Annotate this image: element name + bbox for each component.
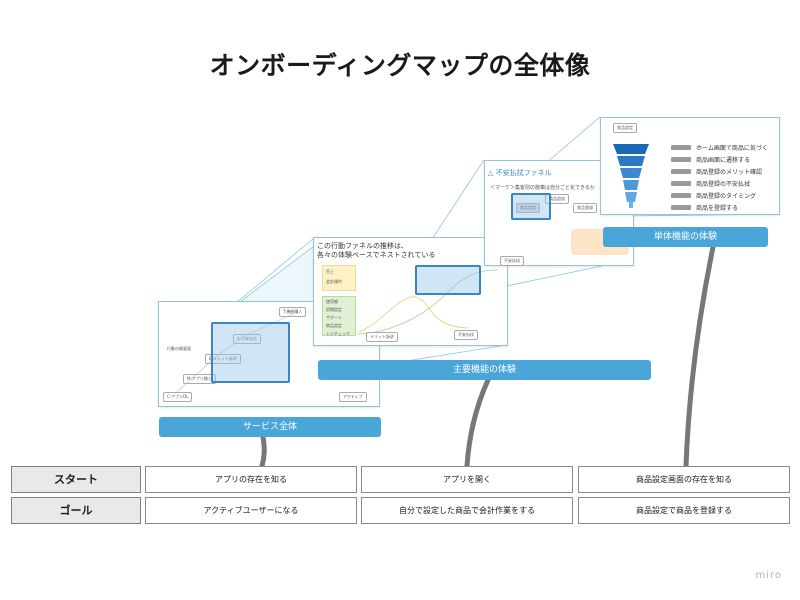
connector-main bbox=[464, 377, 491, 469]
unit-row-4: 商品登録の不安払拭 bbox=[671, 177, 768, 189]
main-chip-group-2: 使用感 初期設定 サポート 商品設定 レジチェック bbox=[322, 296, 356, 336]
goal-cell-service: アクティブユーザーになる bbox=[145, 497, 357, 524]
start-cell-main: アプリを開く bbox=[361, 466, 573, 493]
goal-cell-unit: 商品設定で商品を登録する bbox=[578, 497, 790, 524]
unit-feature-bar: 単体機能の体験 bbox=[603, 227, 768, 247]
row-label-goal: ゴール bbox=[11, 497, 141, 524]
connector-service bbox=[259, 434, 267, 469]
unit-row-3: 商品登録のメリット確認 bbox=[671, 165, 768, 177]
main-chip-3: 使用感 bbox=[326, 299, 338, 304]
funnel-highlight bbox=[511, 193, 551, 220]
main-chip-4: 初期設定 bbox=[326, 307, 342, 312]
unit-funnel-shape bbox=[613, 144, 649, 208]
warning-triangle-icon: △ bbox=[488, 169, 494, 177]
unit-row-1: ホーム画面で商品に気づく bbox=[671, 141, 768, 153]
main-bottom-chip-2: 不安払拭 bbox=[454, 330, 478, 340]
unit-row-2-tag bbox=[671, 156, 691, 162]
service-step-1: C:アプリDL bbox=[163, 392, 193, 402]
page-title: オンボーディングマップの全体像 bbox=[209, 51, 591, 80]
unit-feature-card: 商品設定 ホーム画面で商品に気づく 商品画面に遷移する 商品登録のメリット確認 … bbox=[600, 117, 780, 215]
unit-row-5-text: 商品登録のタイミング bbox=[696, 192, 757, 200]
service-step-3: E:メリット訴求 bbox=[205, 354, 241, 364]
service-step-4: A:不安払拭 bbox=[233, 334, 262, 344]
funnel-chip-1: 商品設定 bbox=[516, 203, 540, 213]
funnel-chip-3: 商品登録 bbox=[573, 203, 597, 213]
main-chip-6: 商品設定 bbox=[326, 323, 342, 328]
unit-row-5-tag bbox=[671, 192, 691, 198]
service-flow-lines bbox=[176, 313, 294, 393]
unit-row-2-text: 商品画面に遷移する bbox=[696, 156, 751, 164]
main-text-line1: この行動ファネルの推移は、 bbox=[317, 242, 408, 250]
main-text-line2: 各々の体験ベースでネストされている bbox=[317, 251, 436, 259]
main-chip-7: レジチェック bbox=[326, 331, 350, 336]
unit-row-6: 商品を登録する bbox=[671, 201, 768, 213]
service-highlight bbox=[211, 322, 290, 383]
unit-row-2: 商品画面に遷移する bbox=[671, 153, 768, 165]
goal-cell-main: 自分で設定した商品で会計作業をする bbox=[361, 497, 573, 524]
service-step-2: M:アプリ開く bbox=[183, 374, 216, 384]
start-cell-service: アプリの存在を知る bbox=[145, 466, 357, 493]
funnel-card-subtitle: ＜マーケ＞集客別の施策は自分ごと化できるか bbox=[490, 185, 595, 191]
unit-row-6-text: 商品を登録する bbox=[696, 204, 739, 212]
funnel-card-title-text: 不安払拭ファネル bbox=[495, 169, 552, 177]
unit-row-4-tag bbox=[671, 180, 691, 186]
main-feature-bar: 主要機能の体験 bbox=[318, 360, 651, 380]
service-side-label: 行動の概要図 bbox=[167, 346, 191, 351]
unit-row-1-tag bbox=[671, 144, 691, 150]
unit-row-5: 商品登録のタイミング bbox=[671, 189, 768, 201]
service-bar: サービス全体 bbox=[159, 417, 381, 437]
main-chip-5: サポート bbox=[326, 315, 342, 320]
unit-row-4-text: 商品登録の不安払拭 bbox=[696, 180, 751, 188]
funnel-card-title: △ 不安払拭ファネル bbox=[488, 168, 552, 178]
main-highlight bbox=[415, 265, 481, 295]
main-chip-2: 会計操作 bbox=[326, 279, 342, 284]
unit-card-header: 商品設定 bbox=[613, 123, 637, 133]
unit-row-3-text: 商品登録のメリット確認 bbox=[696, 168, 763, 176]
service-step-5: T:機能購入 bbox=[279, 307, 307, 317]
start-cell-unit: 商品設定画面の存在を知る bbox=[578, 466, 790, 493]
unit-row-1-text: ホーム画面で商品に気づく bbox=[696, 144, 768, 152]
miro-logo: miro bbox=[755, 570, 782, 581]
unit-row-3-tag bbox=[671, 168, 691, 174]
unit-row-6-tag bbox=[671, 204, 691, 210]
connector-unit bbox=[683, 244, 716, 469]
funnel-bottom-chip: 不安払拭 bbox=[500, 256, 524, 266]
unit-rows: ホーム画面で商品に気づく 商品画面に遷移する 商品登録のメリット確認 商品登録の… bbox=[671, 141, 768, 213]
row-label-start: スタート bbox=[11, 466, 141, 493]
service-end-label: アクティブ bbox=[339, 392, 367, 402]
main-feature-card: この行動ファネルの推移は、 各々の体験ベースでネストされている 売上 会計操作 … bbox=[313, 237, 508, 346]
main-chip-group-1: 売上 会計操作 bbox=[322, 265, 356, 291]
funnel-chip-2: 商品追加 bbox=[545, 194, 569, 204]
main-chip-1: 売上 bbox=[326, 269, 334, 274]
main-bottom-chip-1: メリット訴求 bbox=[366, 332, 398, 342]
